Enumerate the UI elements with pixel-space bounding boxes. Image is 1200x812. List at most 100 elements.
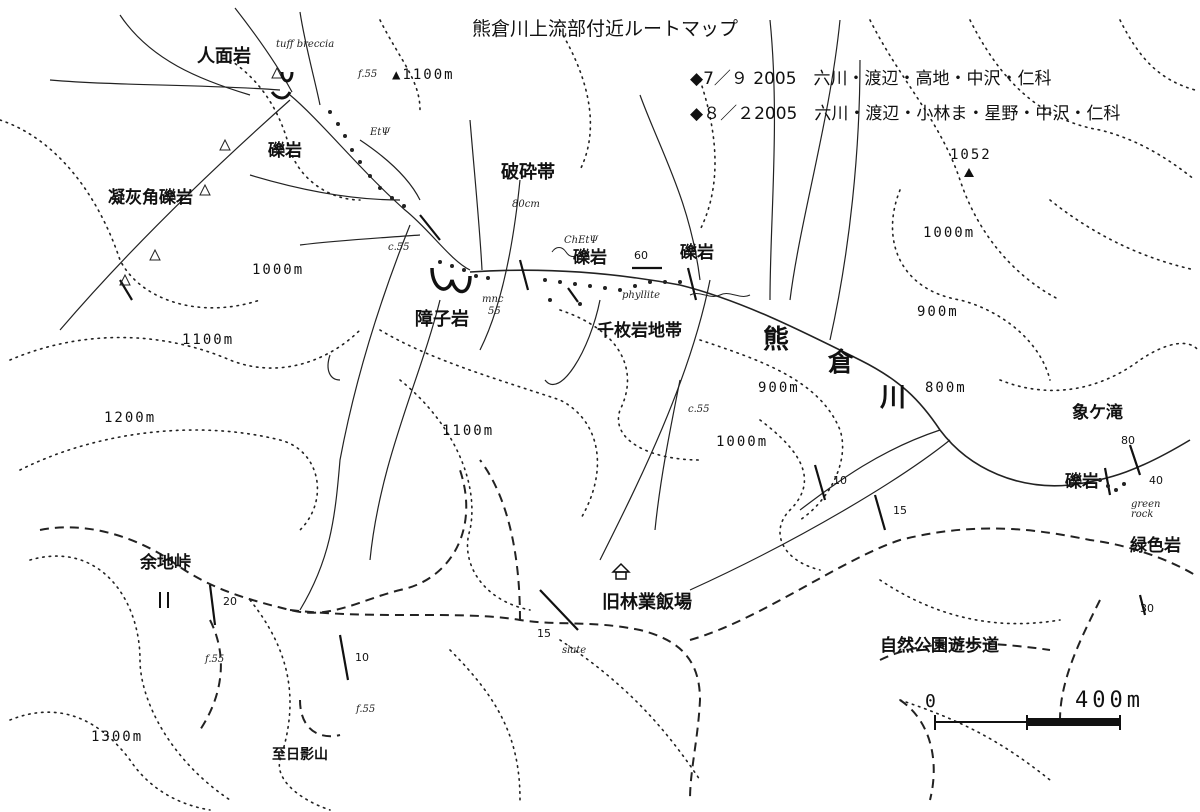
strike-symbol-zouga2 (1128, 444, 1142, 476)
contour-line-10 (699, 339, 844, 521)
conglomerate-pattern-nw (328, 110, 406, 208)
conglomerate-pattern-mid (543, 278, 682, 306)
dip-20: 20 (223, 595, 237, 608)
annotation-fss-b: f.55 (356, 704, 376, 715)
place-rekigan-3: 礫岩 (680, 243, 714, 263)
annotation-slate: slate (562, 645, 587, 656)
contour-line-8 (379, 329, 599, 521)
strike-symbol-rekigan3 (686, 267, 698, 301)
main-river (469, 269, 1191, 487)
strike-symbol-phyllite (567, 287, 579, 303)
place-to-hikage: 至日影山 (272, 747, 328, 763)
dip-15-slate: 15 (537, 627, 551, 640)
place-yochi-touge: 余地峠 (140, 553, 191, 573)
annotation-chert: ChEtΨ (564, 235, 599, 246)
contour-line-1 (0, 119, 261, 309)
contour-line-3 (19, 429, 319, 531)
contour-line-12 (869, 19, 1061, 301)
stream-e-south2 (689, 439, 951, 591)
contour-line-15 (1049, 199, 1196, 271)
place-hasai-tai: 破砕帯 (501, 162, 555, 183)
contour-label-1200: 1200m (104, 410, 157, 426)
strike-symbol-30 (1138, 594, 1147, 616)
contour-line-17 (879, 579, 1061, 625)
trail-se2 (899, 699, 935, 801)
stream-mid2 (479, 179, 521, 351)
place-ryokushoku-gan: 緑色岩 (1130, 536, 1181, 556)
annotation-mnc-ss: 55 (488, 306, 501, 317)
tuff-breccia-triangles (119, 66, 283, 286)
chert-wave-symbol (551, 247, 581, 257)
stream-mid3 (544, 299, 601, 386)
stream-mid1 (469, 119, 483, 271)
dip-10-right: 10 (833, 474, 847, 487)
dip-60: 60 (634, 249, 648, 262)
contour-label-1000-mid: 1000m (716, 434, 769, 450)
place-zouga-taki: 象ケ滝 (1072, 403, 1123, 423)
strike-symbol-15 (873, 494, 887, 531)
contour-line-5 (9, 711, 211, 811)
strike-symbol-sw (119, 279, 133, 301)
hut-icon (611, 562, 631, 580)
contour-label-1000-left: 1000m (252, 262, 305, 278)
stream-sw-tuff (59, 99, 291, 331)
annotation-fss-a: f.55 (205, 654, 225, 665)
contour-label-900-mid: 900m (758, 380, 800, 396)
shoji-iwa-cliff-symbol (430, 267, 472, 294)
place-kyu-ringyo-hanba: 旧林業飯場 (602, 592, 692, 613)
contour-label-900-right: 900m (917, 304, 959, 320)
strike-symbol-zouga (1103, 467, 1112, 496)
trail-se (1059, 599, 1101, 721)
contour-label-1100-mid: 1100m (442, 423, 495, 439)
contour-line-19 (559, 639, 701, 781)
annotation-mnc: mnc (482, 294, 504, 305)
place-shizen-koen-hodo: 自然公園遊歩道 (880, 636, 999, 656)
trail-east-lower (879, 642, 1051, 661)
contour-line-6 (249, 599, 331, 811)
contour-line-11 (759, 419, 821, 571)
annotation-cs-left: c.55 (388, 242, 410, 253)
contour-line-7 (399, 379, 531, 611)
contour-line-16 (999, 342, 1199, 392)
stream-e-south1 (799, 429, 941, 511)
contour-label-1100-top: ▲1100m (392, 67, 455, 83)
contour-line-18 (899, 699, 1051, 781)
strike-symbol-shoji (419, 214, 441, 241)
place-senmai-chitai: 千枚岩地帯 (597, 321, 682, 341)
stream-top2 (299, 11, 321, 106)
dip-15-right: 15 (893, 504, 907, 517)
stream-small-left3 (359, 139, 421, 201)
conglomerate-pattern-shoji (438, 260, 490, 280)
place-jinmen-iwa: 人面岩 (197, 46, 251, 67)
contour-label-800: 800m (925, 380, 967, 396)
place-shoji-iwa: 障子岩 (415, 309, 469, 330)
stream-shoji-down (299, 224, 411, 611)
annotation-fss-top: f.55 (358, 69, 378, 80)
stream-ne3 (829, 59, 861, 341)
place-rekigan-4: 礫岩 (1065, 472, 1099, 492)
contour-line-22 (559, 29, 592, 171)
hook-symbol (327, 354, 341, 381)
strike-symbol-10 (813, 464, 827, 501)
dip-10-low: 10 (355, 651, 369, 664)
conglomerate-pattern-zouga (1098, 478, 1126, 492)
stream-right1 (639, 94, 701, 281)
annotation-80cm: 80cm (512, 199, 540, 210)
dip-40: 40 (1149, 474, 1163, 487)
contour-line-25 (379, 19, 421, 111)
river-char-3: 川 (880, 383, 907, 413)
jinmen-iwa-symbol (270, 71, 294, 100)
stream-shoji-down2 (369, 299, 441, 561)
contour-label-1052: 1052 (950, 147, 992, 163)
contour-line-21 (229, 59, 361, 201)
stream-right3 (654, 379, 681, 531)
contour-line-20 (449, 649, 521, 801)
stream-ne1 (789, 19, 841, 301)
contour-line-4 (29, 555, 231, 801)
stream-nw (49, 79, 281, 91)
scale-bar (934, 715, 1121, 730)
place-rekigan-2: 礫岩 (573, 248, 607, 268)
contour-line-13 (969, 19, 1196, 181)
stream-top (234, 7, 293, 93)
river-char-1: 熊 (763, 325, 790, 355)
